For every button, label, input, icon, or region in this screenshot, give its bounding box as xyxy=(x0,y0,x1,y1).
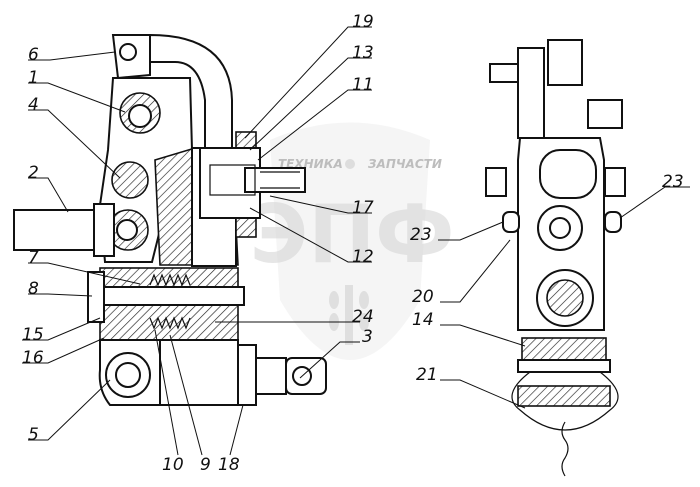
top-bracket-hole xyxy=(119,43,137,61)
left-side-stud xyxy=(485,167,507,197)
fork-slot xyxy=(539,149,597,199)
top-clevis-left xyxy=(517,47,545,139)
callout-5: 5 xyxy=(28,425,39,445)
callout-9: 9 xyxy=(200,455,211,475)
leader-20 xyxy=(440,239,511,303)
leader-4 xyxy=(28,109,121,179)
left-assembly-section-view xyxy=(13,33,327,406)
safety-wire-21 xyxy=(511,371,619,431)
callout-10: 10 xyxy=(162,455,184,475)
leader-23-left xyxy=(438,221,504,241)
callout-8: 8 xyxy=(28,279,39,299)
lever-pivot-hole xyxy=(128,104,152,128)
callout-7: 7 xyxy=(28,248,39,268)
callout-12: 12 xyxy=(352,247,374,267)
leader-19 xyxy=(244,26,372,139)
base-block xyxy=(517,385,611,407)
leader-10 xyxy=(154,329,179,456)
lower-spring-coil xyxy=(149,316,191,330)
side-arm-bracket xyxy=(587,99,623,129)
top-clevis-right xyxy=(547,39,583,86)
callout-23-left: 23 xyxy=(410,225,432,245)
leader-21 xyxy=(440,379,526,409)
watermark-gear-icon xyxy=(345,159,355,169)
leader-13 xyxy=(249,57,372,151)
lower-output-rod xyxy=(255,357,287,395)
leader-7 xyxy=(28,262,141,285)
watermark-word-right: ЗАПЧАСТИ xyxy=(368,157,442,171)
lower-output-eye-housing xyxy=(237,344,257,406)
leader-1 xyxy=(28,82,126,113)
lower-shaft-section xyxy=(546,279,584,317)
leader-14 xyxy=(440,324,526,347)
fitting-bore xyxy=(209,164,256,196)
callout-21: 21 xyxy=(416,365,438,385)
callout-6: 6 xyxy=(28,45,39,65)
lower-eye-hole xyxy=(115,362,141,388)
bottom-flange-14 xyxy=(521,337,607,361)
callout-2: 2 xyxy=(28,163,39,183)
leader-18 xyxy=(229,404,244,456)
callout-23-right: 23 xyxy=(662,172,684,192)
right-side-stud xyxy=(604,167,626,197)
push-rod xyxy=(13,209,95,251)
curved-arm xyxy=(149,33,233,151)
watermark: ТЕХНИКА ЗАПЧАСТИ ЭПФ xyxy=(250,122,455,360)
callout-17: 17 xyxy=(352,198,374,218)
leader-11 xyxy=(257,89,372,161)
callout-13: 13 xyxy=(352,43,374,63)
callout-19: 19 xyxy=(352,12,374,32)
callout-18: 18 xyxy=(218,455,240,475)
right-pin-23 xyxy=(604,211,622,233)
leader-5 xyxy=(28,379,111,441)
callout-3: 3 xyxy=(362,327,373,347)
callout-14: 14 xyxy=(412,310,434,330)
leader-6 xyxy=(28,51,116,61)
leader-2 xyxy=(28,177,69,213)
leader-15 xyxy=(22,317,101,341)
center-bushing-inner xyxy=(549,217,571,239)
leader-17 xyxy=(269,195,372,214)
leader-23-right xyxy=(619,186,690,219)
bolt-shank xyxy=(95,286,245,306)
left-pin-23 xyxy=(502,211,520,233)
bottom-plate xyxy=(517,359,611,373)
safety-wire-tail xyxy=(561,421,569,477)
callout-24: 24 xyxy=(352,307,374,327)
lower-valve-body xyxy=(159,339,239,406)
leader-3 xyxy=(299,341,360,379)
leader-9 xyxy=(169,334,203,456)
push-rod-collar xyxy=(93,203,115,257)
callout-11: 11 xyxy=(352,75,374,95)
bolt-head xyxy=(87,271,105,323)
watermark-shield-icon xyxy=(270,122,430,360)
callout-1: 1 xyxy=(28,68,39,88)
callout-16: 16 xyxy=(22,348,44,368)
leader-lines xyxy=(22,26,690,456)
callout-15: 15 xyxy=(22,325,44,345)
lever-mid-section xyxy=(111,161,149,199)
leader-16 xyxy=(22,337,105,364)
upper-spring-coil xyxy=(149,273,191,287)
lever-low-hole xyxy=(116,219,138,241)
watermark-logo-text: ЭПФ xyxy=(250,188,455,281)
callout-labels: 6 1 4 2 7 8 15 16 5 10 9 18 3 24 19 13 1… xyxy=(22,12,684,475)
callout-20: 20 xyxy=(412,287,434,307)
leader-8 xyxy=(28,293,93,297)
right-assembly-front-view xyxy=(485,39,626,477)
callout-4: 4 xyxy=(28,95,39,115)
leader-12 xyxy=(249,207,372,263)
